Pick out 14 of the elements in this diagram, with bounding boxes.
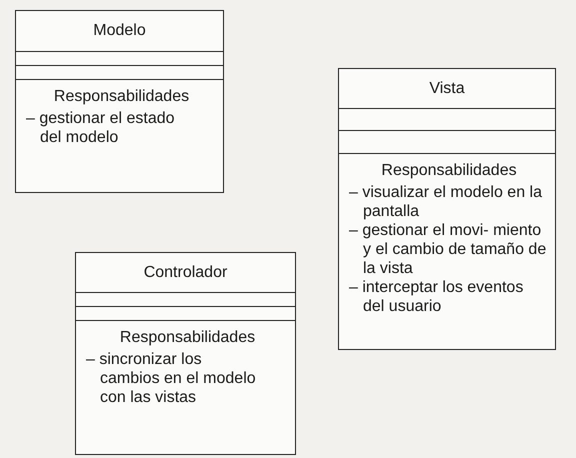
responsibility-item: – interceptar los eventos del usuario [349,278,524,316]
responsibility-item: – visualizar el modelo en la pantalla [349,183,543,221]
responsibility-item: – sincronizar los cambios en el modelo con las vistas [86,350,257,407]
class-name: Modelo [93,22,146,40]
section-heading: Responsabilidades [118,329,256,347]
responsibility-item: – gestionar el estado del modelo [26,109,176,147]
class-box [15,10,224,193]
section-heading: Responsabilidades [52,88,190,106]
class-box [338,68,556,350]
class-name: Vista [429,80,465,98]
responsibility-item: – gestionar el movi- miento y el cambio de tamaño de la vista [349,221,548,278]
class-box [75,252,296,455]
section-heading: Responsabilidades [380,162,518,180]
class-name: Controlador [144,264,228,282]
